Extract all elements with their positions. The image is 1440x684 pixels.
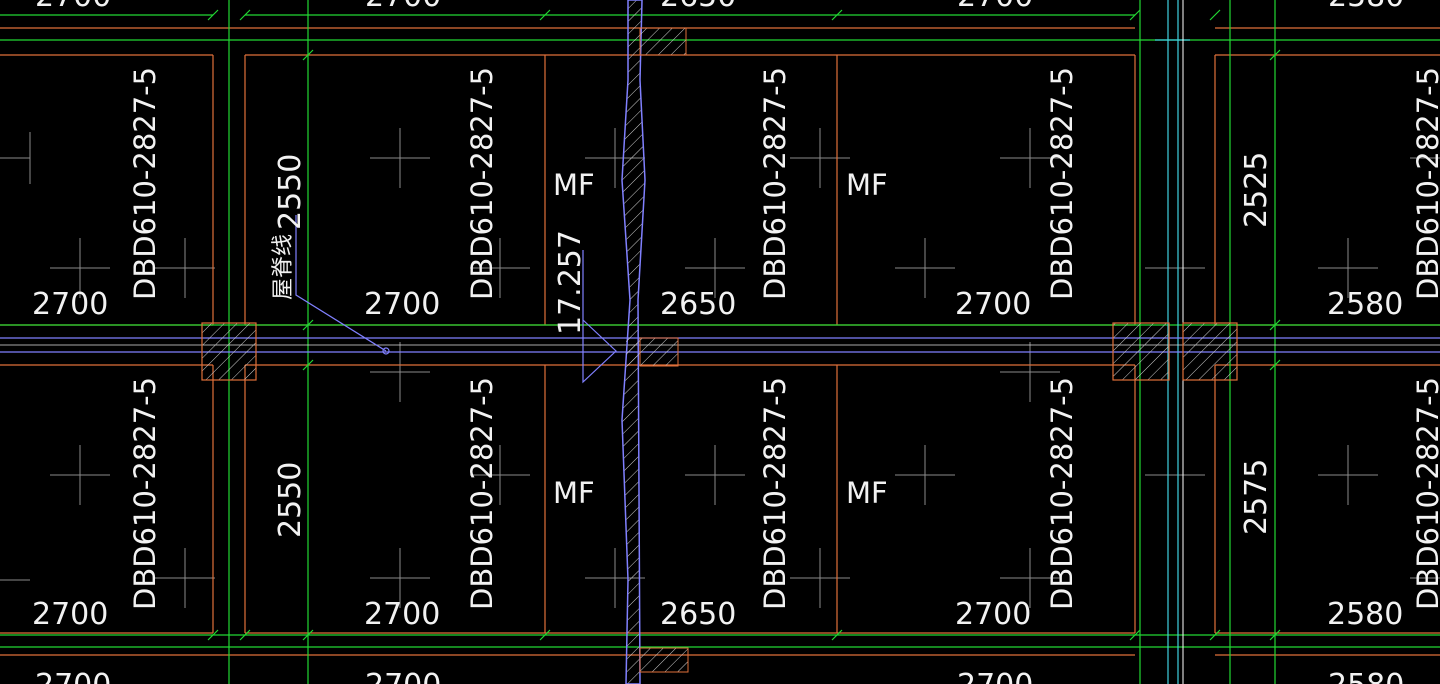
dim-bottom-4: 2700 <box>957 668 1033 684</box>
panel-codes: DBD610-2827-5 DBD610-2827-5 DBD610-2827-… <box>128 67 1440 610</box>
hatched-wall <box>621 0 689 684</box>
panel-code: DBD610-2827-5 <box>1045 377 1079 610</box>
dim-2550: 2550 <box>273 154 308 230</box>
annotation-leaders <box>295 215 617 384</box>
dim-2575: 2575 <box>1239 459 1274 535</box>
dim-bottom-2: 2700 <box>365 668 441 684</box>
column-right <box>1182 322 1238 381</box>
column-left <box>201 322 257 381</box>
panel-code: DBD610-2827-5 <box>1411 67 1440 300</box>
dim-2650: 2650 <box>660 597 736 632</box>
dim-bottom-1: 2700 <box>35 668 111 684</box>
dim-top-5: 2580 <box>1328 0 1404 14</box>
dim-bottom-5: 2580 <box>1328 668 1404 684</box>
dim-2700: 2700 <box>364 597 440 632</box>
panel-code: DBD610-2827-5 <box>1045 67 1079 300</box>
dim-2650: 2650 <box>660 287 736 322</box>
vertical-dimension-values: 2550 2550 2525 2575 17.257 屋脊线 <box>271 152 1274 538</box>
dim-2700: 2700 <box>364 287 440 322</box>
panel-code: DBD610-2827-5 <box>128 377 162 610</box>
clipped-dimension-labels: 2700 2700 2650 2700 2580 2700 2700 2700 … <box>35 0 1404 684</box>
dim-top-1: 2700 <box>35 0 111 14</box>
dim-2700: 2700 <box>955 597 1031 632</box>
mf-label: MF <box>553 168 595 202</box>
elevation-value: 17.257 <box>553 230 588 335</box>
column-mid <box>1112 322 1170 381</box>
dim-2700: 2700 <box>955 287 1031 322</box>
panel-code: DBD610-2827-5 <box>758 377 792 610</box>
dim-2700: 2700 <box>32 287 108 322</box>
dim-top-3: 2650 <box>660 0 736 14</box>
dim-top-4: 2700 <box>957 0 1033 14</box>
panel-code: DBD610-2827-5 <box>465 67 499 300</box>
mf-label: MF <box>846 476 888 510</box>
dim-top-2: 2700 <box>365 0 441 14</box>
mf-label: MF <box>846 168 888 202</box>
dim-2580: 2580 <box>1327 287 1403 322</box>
panel-code: DBD610-2827-5 <box>1411 377 1440 610</box>
panel-code: DBD610-2827-5 <box>465 377 499 610</box>
dim-2550: 2550 <box>273 462 308 538</box>
dim-2525: 2525 <box>1239 152 1274 228</box>
dim-2700: 2700 <box>32 597 108 632</box>
panel-code: DBD610-2827-5 <box>128 67 162 300</box>
panel-code: DBD610-2827-5 <box>758 67 792 300</box>
mf-labels: MF MF MF MF <box>553 168 888 510</box>
mf-label: MF <box>553 476 595 510</box>
columns <box>201 322 1238 381</box>
ridge-line-label: 屋脊线 <box>271 234 296 300</box>
dim-2580: 2580 <box>1327 597 1403 632</box>
dimension-values: 2700 2700 2650 2700 2580 2700 2700 2650 … <box>32 287 1403 632</box>
dimension-ticks <box>207 9 1281 641</box>
